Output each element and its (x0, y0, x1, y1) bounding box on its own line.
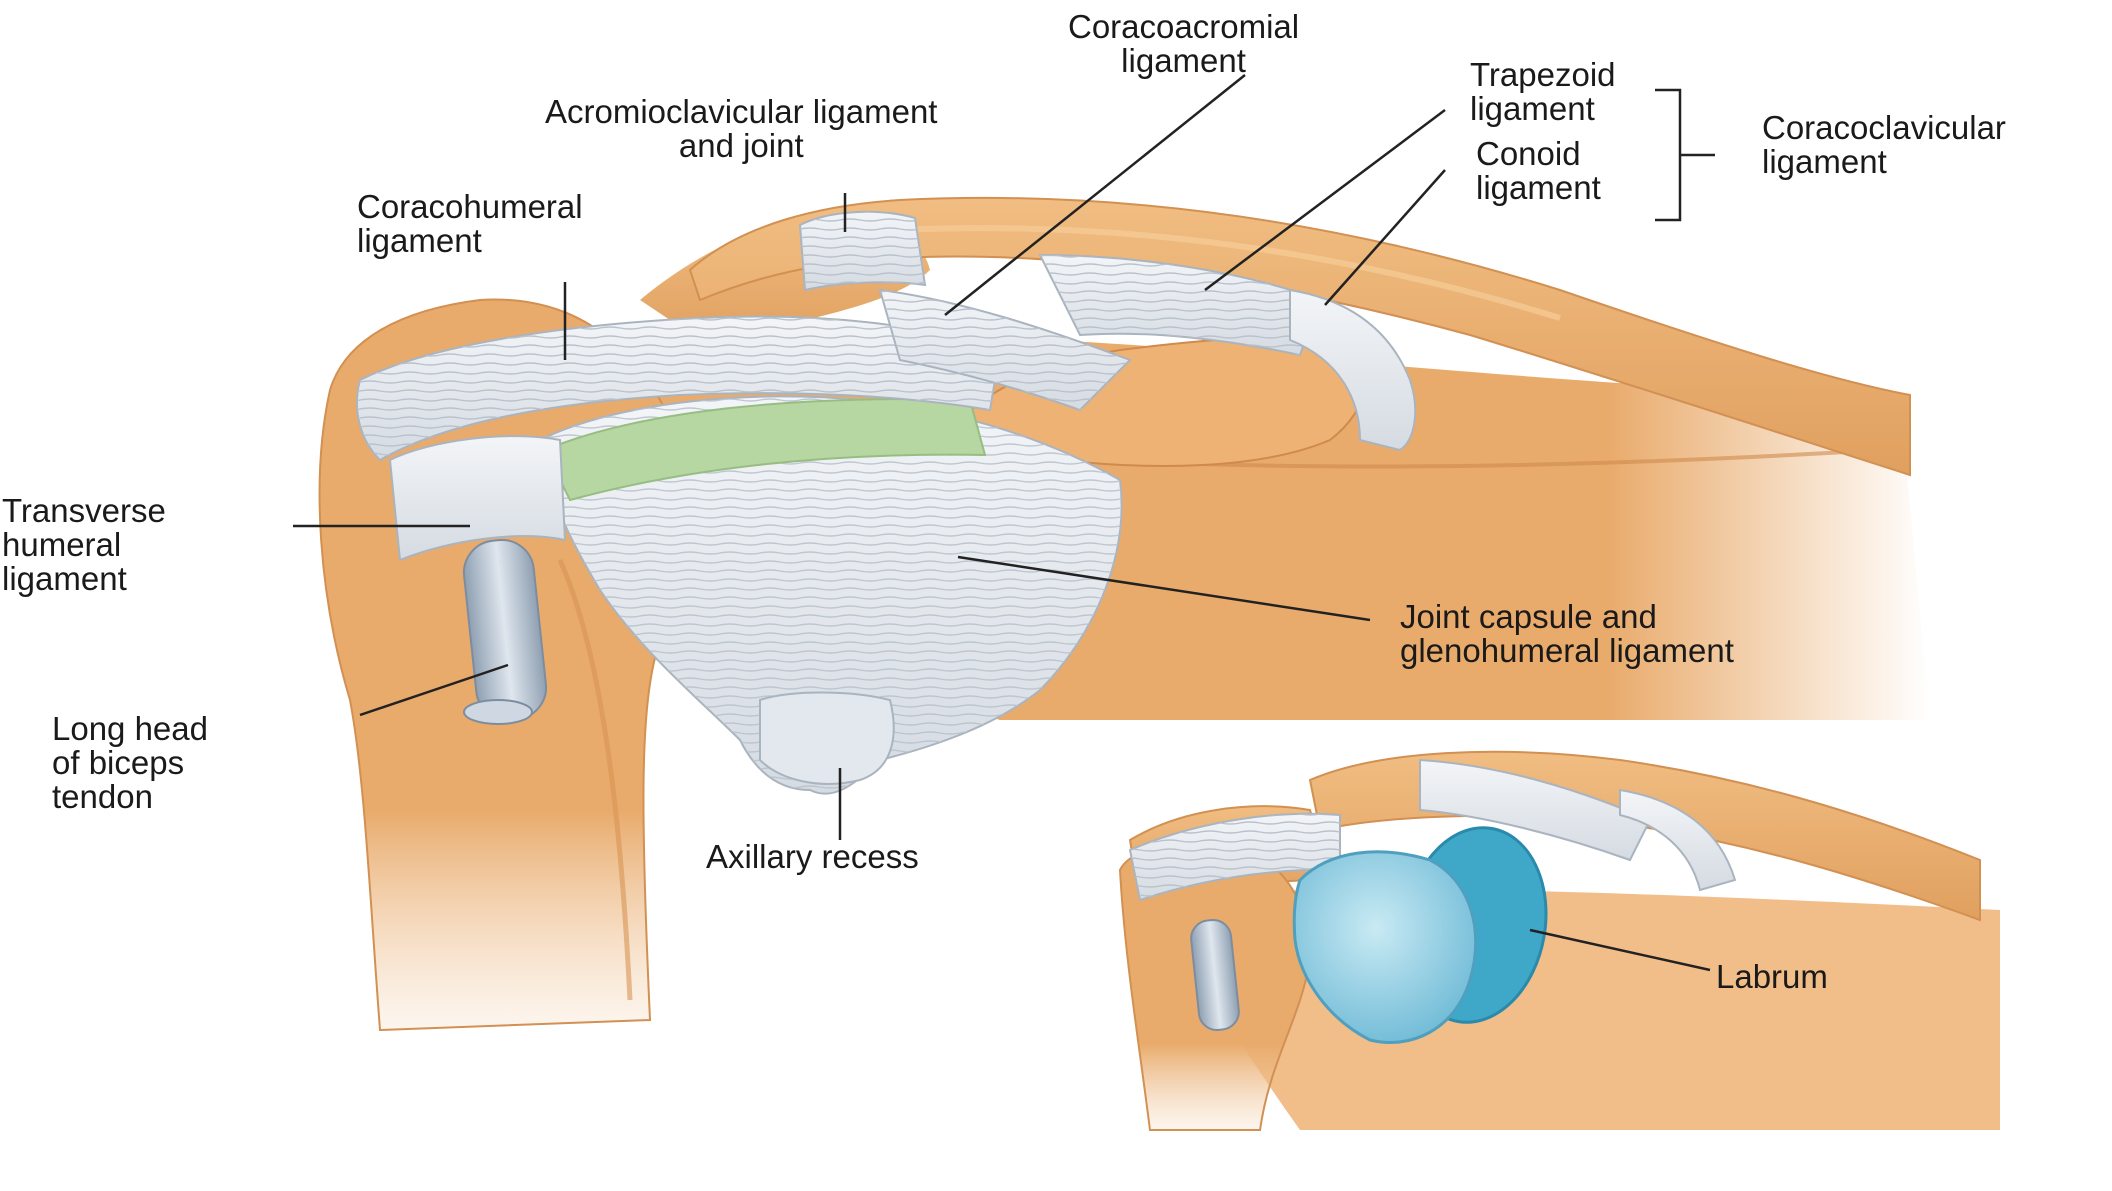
inset-view (1120, 752, 2000, 1130)
axillary-recess-pouch (760, 693, 894, 784)
label-labrum: Labrum (1716, 960, 1828, 994)
label-axillary-recess: Axillary recess (706, 840, 919, 874)
